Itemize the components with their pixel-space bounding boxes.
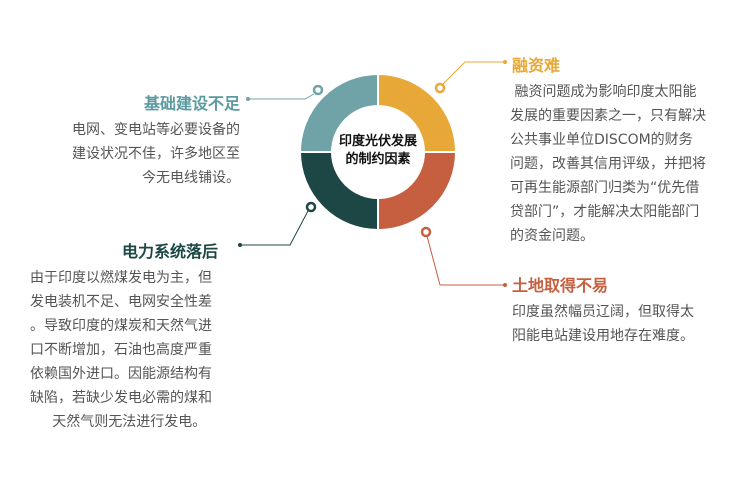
marker-land	[420, 226, 432, 238]
center-title: 印度光伏发展的制约因素	[338, 134, 417, 167]
finance-title: 融资难	[512, 56, 561, 75]
finance-text: 融资问题成为影响印度太阳能发展的重要因素之一，只有解决公共事业单位DISCOM的…	[510, 84, 706, 244]
power-title: 电力系统落后	[122, 242, 219, 261]
connector-finance	[442, 61, 505, 85]
connector-land	[426, 235, 505, 286]
marker-power	[305, 201, 317, 213]
infrastructure-text: 电网、变电站等必要设备的建设状况不佳，许多地区至今无电线铺设。	[72, 122, 240, 186]
infrastructure-title: 基础建设不足	[143, 94, 240, 113]
marker-infrastructure	[312, 84, 324, 96]
connector-power	[240, 210, 309, 246]
marker-finance	[434, 82, 446, 94]
connector-infrastructure	[248, 93, 315, 100]
donut-segment-infrastructure	[298, 72, 379, 153]
land-text: 印度虽然幅员辽阔，但取得太阳能电站建设用地存在难度。	[512, 304, 694, 344]
land-title: 土地取得不易	[512, 276, 609, 295]
power-text: 由于印度以燃煤发电为主，但发电装机不足、电网安全性差。导致印度的煤炭和天然气进口…	[30, 270, 212, 430]
